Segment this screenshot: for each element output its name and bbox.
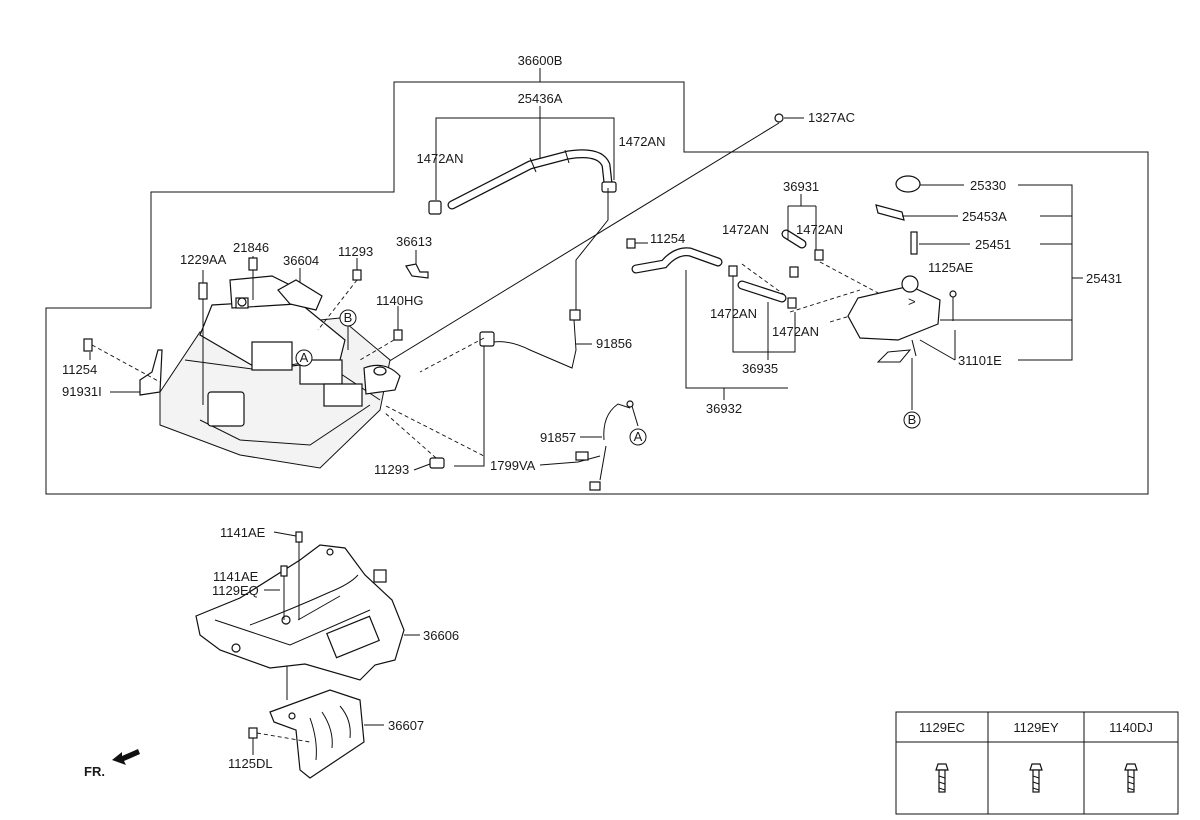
label-11293-a: 11293	[338, 244, 373, 259]
label-36931: 36931	[783, 179, 819, 194]
label-25431: 25431	[1086, 271, 1122, 286]
bracket-25436A	[435, 117, 615, 200]
marker-a-callout-inverter	[295, 349, 313, 367]
label-21846: 21846	[233, 240, 269, 255]
label-1125DL: 1125DL	[228, 756, 273, 771]
table-header-1140DJ: 1140DJ	[1109, 720, 1153, 735]
label-36935: 36935	[742, 361, 778, 376]
upper-hose-group	[428, 149, 617, 215]
label-91931I: 91931I	[62, 384, 102, 399]
label-36932: 36932	[706, 401, 742, 416]
label-1125AE: 1125AE	[928, 260, 974, 275]
marker-b-callout-reservoir	[903, 411, 921, 429]
cable-91857	[539, 400, 639, 491]
label-1799VA: 1799VA	[490, 458, 536, 473]
label-25451: 25451	[975, 237, 1011, 252]
bolt-icon-1129EC	[935, 763, 949, 793]
cable-91856	[479, 309, 581, 369]
marker-a-label-cable: A	[634, 429, 643, 444]
fr-label: FR.	[84, 764, 105, 779]
center-hose-group: 11254	[626, 229, 824, 309]
label-36606: 36606	[423, 628, 459, 643]
label-1472AN-d: 1472AN	[796, 222, 843, 237]
label-36604: 36604	[283, 253, 319, 268]
label-1472AN-e: 1472AN	[710, 306, 757, 321]
svg-text:>: >	[908, 294, 916, 309]
front-direction-arrow	[112, 749, 140, 765]
marker-b-label-reservoir: B	[908, 412, 917, 427]
label-1327AC: 1327AC	[808, 110, 855, 125]
label-1229AA: 1229AA	[180, 252, 227, 267]
label-36613: 36613	[396, 234, 432, 249]
label-31101E: 31101E	[958, 353, 1002, 368]
fastener-table: 1129EC 1129EY 1140DJ	[895, 711, 1179, 815]
label-1472AN-a: 1472AN	[417, 151, 464, 166]
label-1472AN-b: 1472AN	[619, 134, 666, 149]
label-1129EQ: 1129EQ	[212, 583, 259, 598]
label-25436A: 25436A	[518, 91, 563, 106]
bracket-36607	[269, 689, 365, 779]
inverter-unit	[159, 275, 401, 469]
marker-a-callout-cable	[629, 428, 647, 446]
label-91857: 91857	[540, 430, 576, 445]
marker-a-label-inverter: A	[300, 350, 309, 365]
label-11293-b: 11293	[374, 462, 409, 477]
label-11254-b: 11254	[62, 362, 97, 377]
label-1141AE-b: 1141AE	[213, 569, 259, 584]
bolt-icon-1129EY	[1029, 763, 1043, 793]
marker-b-label-inverter: B	[344, 310, 353, 325]
table-header-1129EC: 1129EC	[919, 720, 965, 735]
label-91856: 91856	[596, 336, 632, 351]
table-header-1129EY: 1129EY	[1013, 720, 1059, 735]
label-25330: 25330	[970, 178, 1006, 193]
label-1141AE-a: 1141AE	[220, 525, 266, 540]
reservoir-group: >	[847, 175, 957, 363]
bracket-36606	[195, 544, 405, 681]
assembly-label: 36600B	[518, 53, 563, 68]
label-1472AN-f: 1472AN	[772, 324, 819, 339]
assembly-outline	[45, 81, 1149, 495]
label-25453A: 25453A	[962, 209, 1007, 224]
bolt-icon-1140DJ	[1124, 763, 1138, 793]
label-11254-a: 11254	[650, 231, 685, 246]
label-1472AN-c: 1472AN	[722, 222, 769, 237]
label-1140HG: 1140HG	[376, 293, 423, 308]
label-36607: 36607	[388, 718, 424, 733]
